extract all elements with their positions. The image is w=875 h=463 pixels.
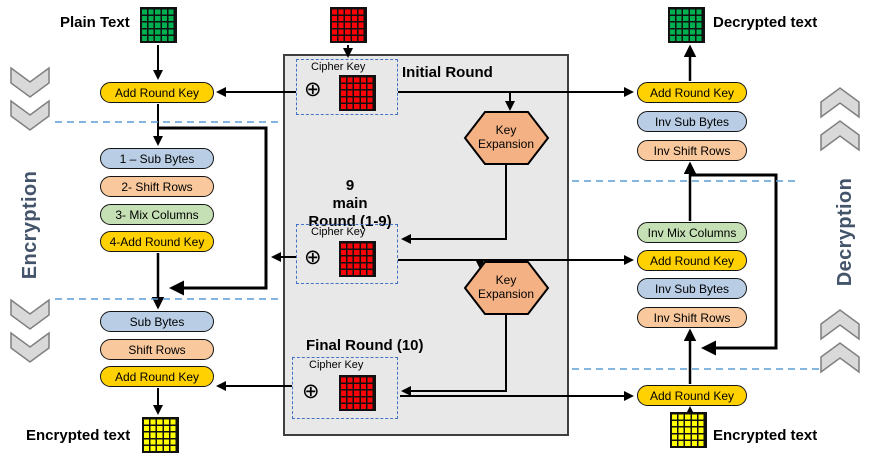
xor-icon: ⊕ bbox=[304, 78, 322, 101]
chevron-up-icon bbox=[820, 120, 860, 152]
xor-icon: ⊕ bbox=[302, 380, 320, 403]
final-round-key-box: Cipher Key ⊕ bbox=[292, 357, 398, 419]
key-expansion-hexagon bbox=[463, 261, 550, 315]
encrypted-state-icon-left bbox=[142, 417, 179, 453]
final-round-label: Final Round (10) bbox=[306, 337, 424, 354]
arrow-keyexpansion2-to-finalkey bbox=[401, 314, 507, 396]
enc-mix-columns-3: 3- Mix Columns bbox=[100, 204, 214, 225]
cipher-key-state-icon bbox=[339, 375, 376, 411]
chevron-up-icon bbox=[820, 87, 860, 119]
plain-text-label: Plain Text bbox=[60, 14, 130, 31]
decrypted-text-state-icon bbox=[668, 7, 705, 43]
enc-sub-bytes-final: Sub Bytes bbox=[100, 311, 214, 332]
dec-add-round-key-final: Add Round Key bbox=[637, 385, 747, 406]
main-round-label: 9 main Round (1-9) bbox=[308, 177, 392, 230]
decryption-side-label: Decryption bbox=[834, 177, 856, 287]
key-expansion-hexagon bbox=[463, 111, 550, 165]
encryption-loop-line bbox=[158, 126, 268, 296]
cipher-key-label: Cipher Key bbox=[311, 61, 366, 73]
arrow-keyexpansion1-to-roundkey bbox=[401, 165, 507, 244]
dec-inv-shift-rows-mid: Inv Shift Rows bbox=[637, 307, 747, 328]
decrypted-text-label: Decrypted text bbox=[713, 14, 818, 31]
encryption-side-label: Encryption bbox=[19, 170, 41, 280]
chevron-down-icon bbox=[10, 66, 50, 98]
cipher-key-label: Cipher Key bbox=[309, 359, 364, 371]
dec-inv-sub-bytes-top: Inv Sub Bytes bbox=[637, 111, 747, 132]
encrypted-text-label-right: Encrypted text bbox=[713, 427, 818, 444]
enc-add-round-key-initial: Add Round Key bbox=[100, 82, 214, 103]
enc-shift-rows-2: 2- Shift Rows bbox=[100, 176, 214, 197]
initial-cipher-key-box: Cipher Key ⊕ bbox=[296, 59, 398, 115]
cipher-key-state-icon bbox=[339, 75, 376, 111]
encrypted-state-icon-right bbox=[670, 412, 707, 448]
enc-add-round-key-final: Add Round Key bbox=[100, 366, 214, 387]
chevron-down-icon bbox=[10, 298, 50, 330]
plain-text-state-icon bbox=[140, 7, 177, 43]
enc-sub-bytes-1: 1 – Sub Bytes bbox=[100, 148, 214, 169]
enc-add-round-key-4: 4-Add Round Key bbox=[100, 231, 214, 252]
dec-add-round-key-top: Add Round Key bbox=[637, 82, 747, 103]
chevron-down-icon bbox=[10, 99, 50, 131]
initial-round-label: Initial Round bbox=[402, 64, 493, 81]
main-round-key-box: Cipher Key ⊕ bbox=[296, 224, 398, 284]
xor-icon: ⊕ bbox=[304, 246, 322, 269]
cipher-key-state-icon-top bbox=[330, 7, 367, 43]
dec-add-round-key-mid: Add Round Key bbox=[637, 250, 747, 271]
cipher-key-label: Cipher Key bbox=[311, 226, 366, 238]
dec-inv-sub-bytes-mid: Inv Sub Bytes bbox=[637, 278, 747, 299]
decryption-loop-line bbox=[690, 173, 778, 356]
cipher-key-state-icon bbox=[339, 241, 376, 277]
key-expansion-label: Key Expansion bbox=[477, 273, 535, 301]
dec-inv-mix-columns: Inv Mix Columns bbox=[637, 222, 747, 243]
enc-shift-rows-final: Shift Rows bbox=[100, 339, 214, 360]
chevron-up-icon bbox=[820, 342, 860, 374]
key-expansion-label: Key Expansion bbox=[477, 123, 535, 151]
chevron-down-icon bbox=[10, 331, 50, 363]
encrypted-text-label-left: Encrypted text bbox=[26, 427, 131, 444]
dec-inv-shift-rows-top: Inv Shift Rows bbox=[637, 140, 747, 161]
chevron-up-icon bbox=[820, 309, 860, 341]
